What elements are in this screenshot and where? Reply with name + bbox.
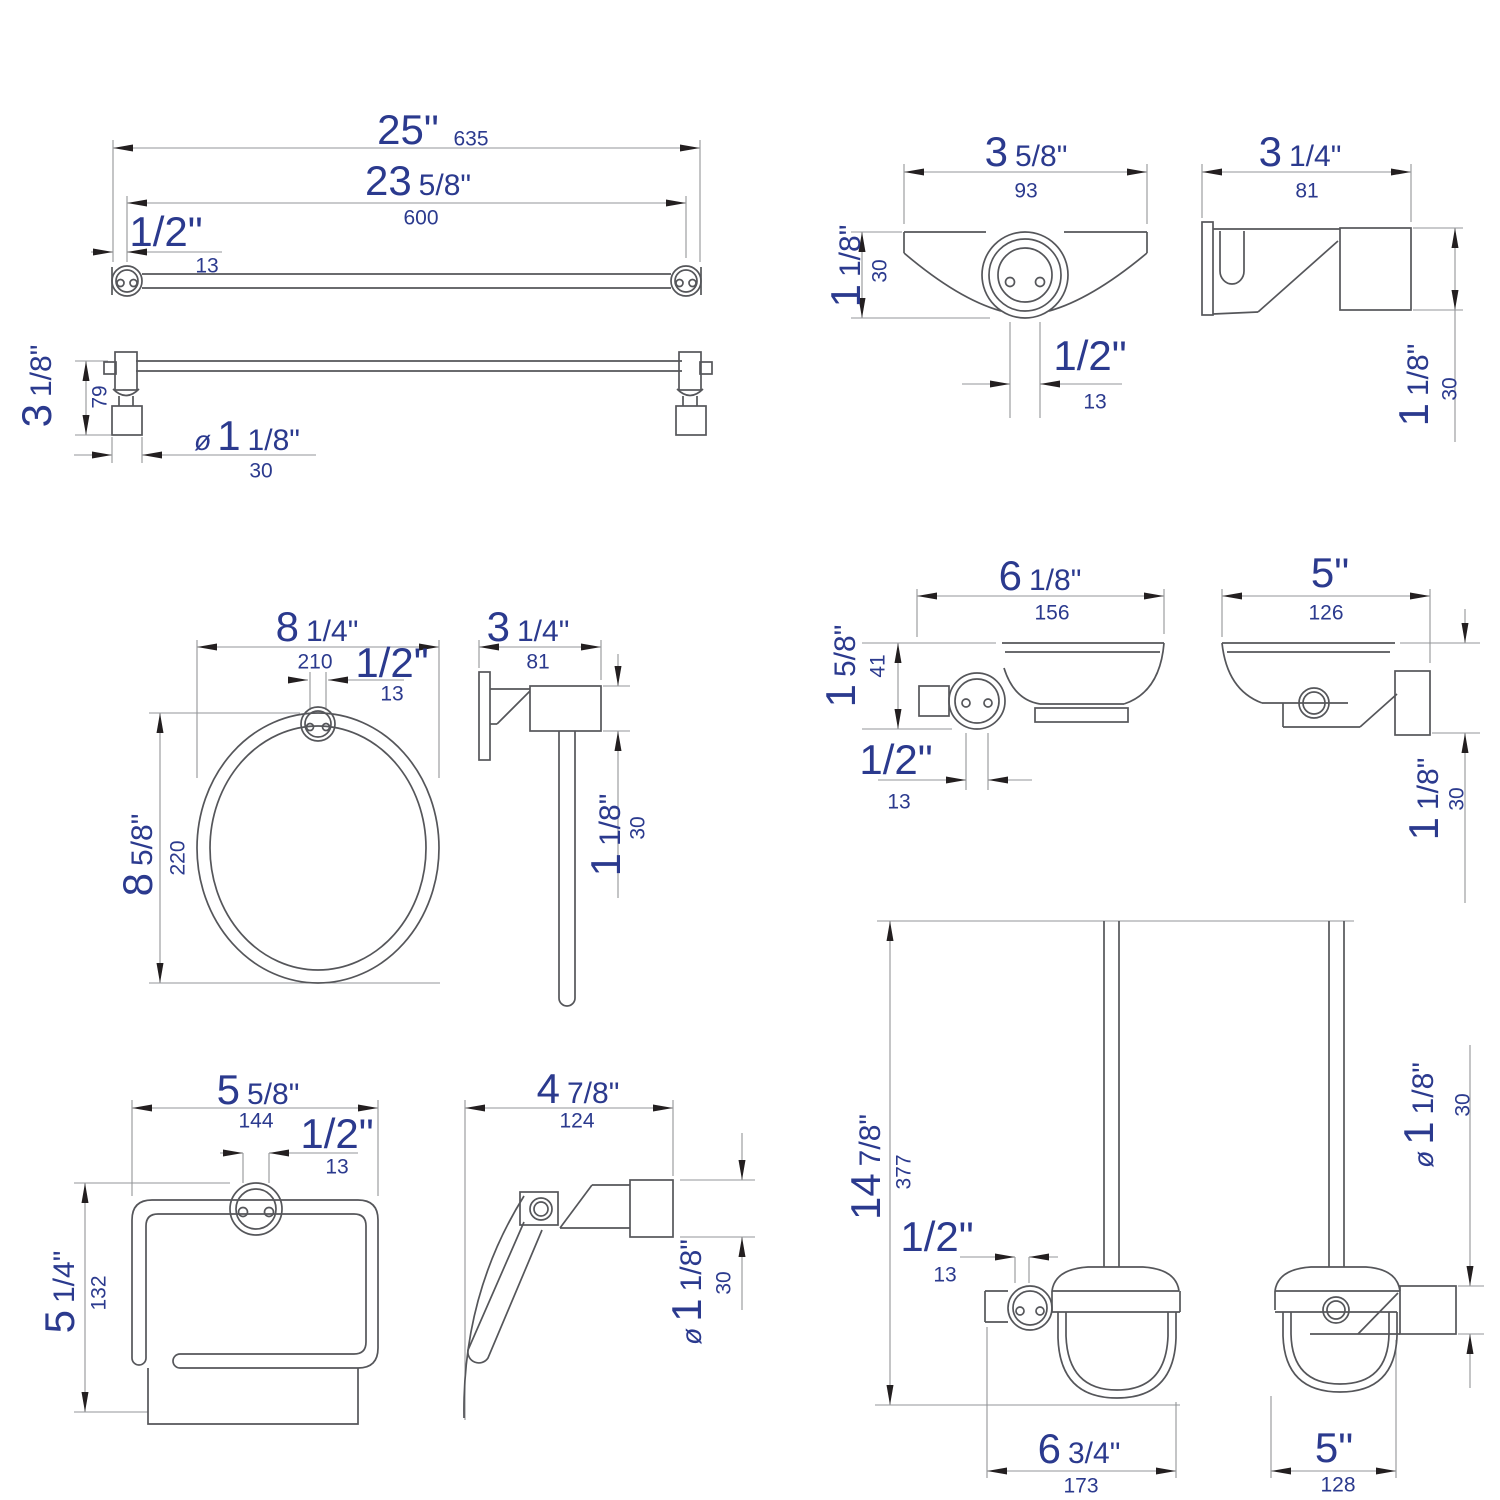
- dim-soap-dish-offset-inch: 1/2": [859, 736, 933, 783]
- towel-bar-side-drawing: [74, 351, 713, 463]
- dim-toilet-brush-depth-mm: 128: [1320, 1473, 1356, 1497]
- robe-hook-front-drawing: [851, 164, 1148, 418]
- dim-paper-holder-offset-mm: 13: [325, 1155, 349, 1179]
- dim-paper-holder-height-inch: 51/4": [36, 1250, 83, 1334]
- dim-toilet-brush-width-mm: 173: [1063, 1474, 1099, 1498]
- dim-towel-ring-height-inch: 85/8": [114, 813, 161, 897]
- dim-paper-holder-diameter-mm: 30: [712, 1271, 736, 1295]
- dim-soap-dish-side-height-inch: 11/8": [1400, 757, 1447, 841]
- dim-soap-dish-depth-mm: 126: [1308, 601, 1344, 625]
- dim-towel-bar-height-mm: 79: [88, 385, 112, 409]
- dim-towel-ring-side-height-mm: 30: [626, 816, 650, 840]
- dim-robe-hook-side-height-inch: 11/8": [1390, 343, 1437, 427]
- dim-towel-bar-offset-inch: 1/2": [129, 208, 203, 255]
- dim-robe-hook-side-height-mm: 30: [1438, 377, 1462, 401]
- towel-ring-front-drawing: [149, 640, 440, 984]
- dim-towel-bar-height-inch: 31/8": [13, 344, 60, 428]
- towel-bar-front-drawing: [91, 140, 702, 297]
- dim-towel-ring-side-height-inch: 11/8": [582, 793, 629, 877]
- dim-soap-dish-side-height-mm: 30: [1445, 787, 1469, 811]
- toilet-brush-side-drawing: [1270, 921, 1484, 1478]
- dim-toilet-brush-offset-mm: 13: [933, 1263, 957, 1287]
- dim-paper-holder-width-mm: 144: [238, 1109, 274, 1133]
- dim-toilet-brush-diameter-inch: ø11/8": [1395, 1062, 1442, 1168]
- dim-towel-ring-depth-mm: 81: [526, 650, 550, 674]
- dim-towel-ring-offset-mm: 13: [380, 682, 404, 706]
- dim-robe-hook-width-mm: 93: [1014, 179, 1038, 203]
- dim-towel-bar-overall-mm: 635: [453, 127, 489, 151]
- dim-towel-bar-overall-inch: 25": [377, 106, 439, 153]
- towel-ring-side-drawing: [478, 640, 630, 1007]
- dim-soap-dish-depth-inch: 5": [1310, 549, 1350, 596]
- dim-toilet-brush-height-inch: 147/8": [842, 1113, 889, 1221]
- dim-robe-hook-depth-mm: 81: [1295, 179, 1319, 203]
- dim-toilet-brush-offset-inch: 1/2": [900, 1213, 974, 1260]
- dim-towel-bar-diameter-mm: 30: [249, 459, 273, 483]
- soap-dish-front-drawing: [862, 589, 1165, 790]
- robe-hook-side-drawing: [1201, 164, 1463, 442]
- dim-towel-bar-centers-mm: 600: [403, 206, 439, 230]
- dim-soap-dish-width-mm: 156: [1034, 601, 1070, 625]
- dim-paper-holder-diameter-inch: ø11/8": [663, 1239, 710, 1345]
- dim-robe-hook-offset-inch: 1/2": [1053, 332, 1127, 379]
- toilet-brush-front-drawing: [875, 920, 1354, 1478]
- paper-holder-front-drawing: [74, 1100, 379, 1425]
- dim-toilet-brush-height-mm: 377: [892, 1154, 916, 1190]
- dim-paper-holder-height-mm: 132: [87, 1275, 111, 1311]
- dim-towel-bar-offset-mm: 13: [195, 254, 219, 278]
- dim-soap-dish-offset-mm: 13: [887, 790, 911, 814]
- dim-toilet-brush-diameter-mm: 30: [1451, 1093, 1475, 1117]
- dim-soap-dish-height-mm: 41: [866, 654, 890, 678]
- dim-robe-hook-height-mm: 30: [868, 259, 892, 283]
- dim-robe-hook-height-inch: 11/8": [822, 224, 869, 308]
- dim-paper-holder-depth-mm: 124: [559, 1109, 595, 1133]
- dim-robe-hook-offset-mm: 13: [1083, 390, 1107, 414]
- dim-soap-dish-height-inch: 15/8": [817, 624, 864, 708]
- dim-towel-ring-width-mm: 210: [297, 650, 333, 674]
- dim-towel-ring-offset-inch: 1/2": [355, 639, 429, 686]
- dim-toilet-brush-depth-inch: 5": [1314, 1424, 1354, 1471]
- dim-towel-ring-height-mm: 220: [166, 840, 190, 876]
- dim-paper-holder-offset-inch: 1/2": [300, 1110, 374, 1157]
- soap-dish-side-drawing: [1221, 589, 1480, 903]
- paper-holder-side-drawing: [463, 1100, 755, 1420]
